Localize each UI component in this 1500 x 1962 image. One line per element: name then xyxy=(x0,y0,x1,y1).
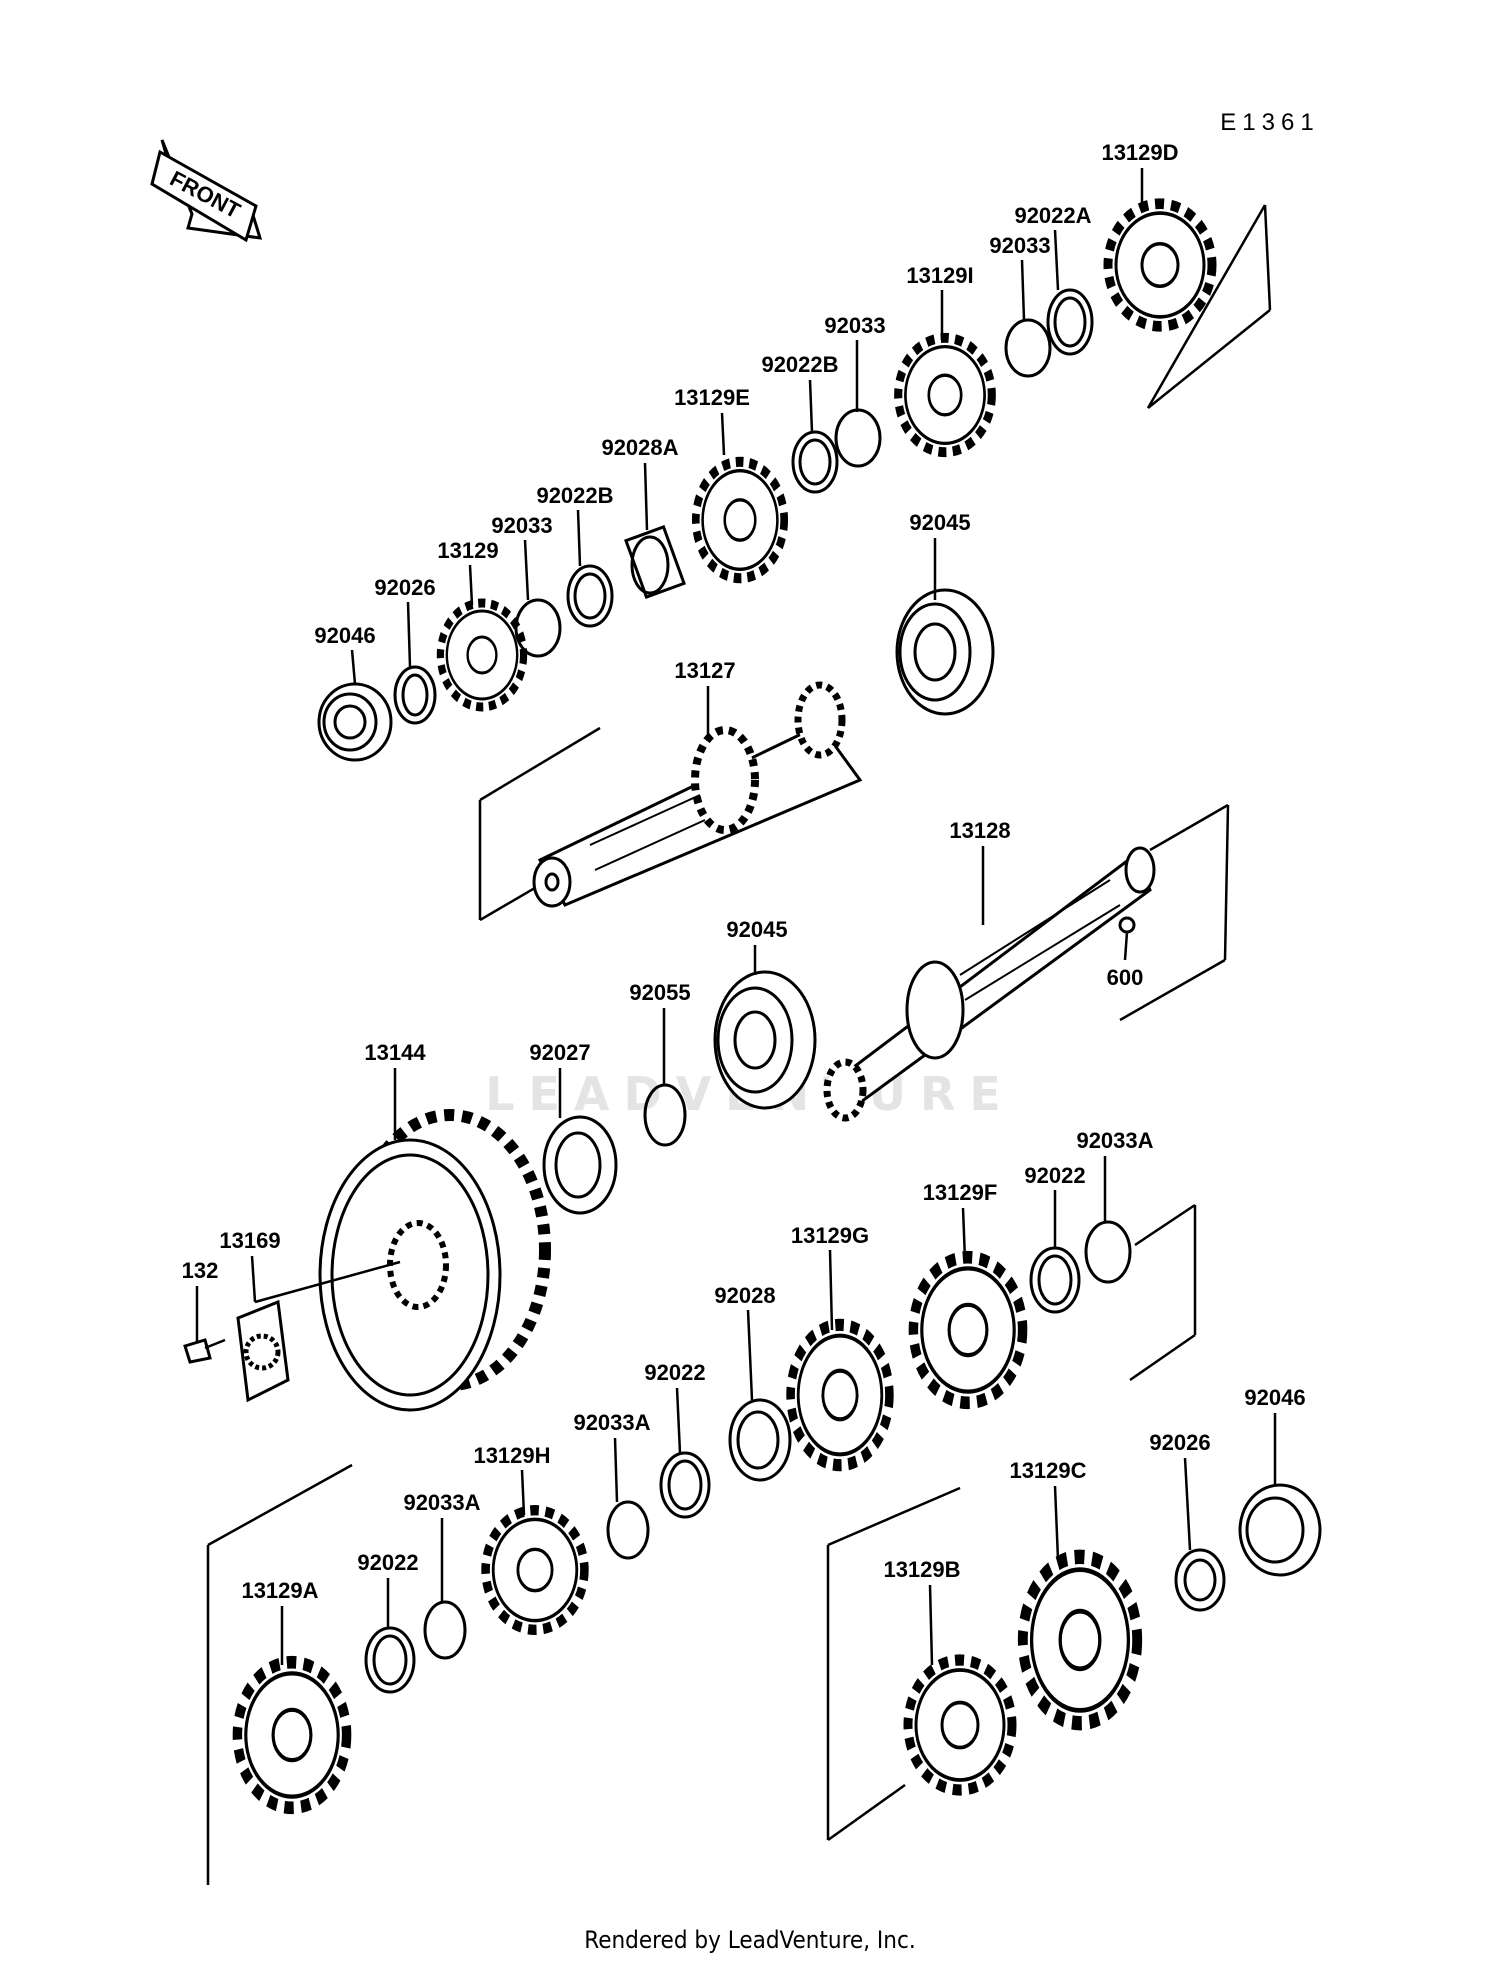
label-92045-a: 92045 xyxy=(909,510,970,535)
label-600: 600 xyxy=(1107,965,1144,990)
label-92026-a: 92026 xyxy=(374,575,435,600)
gear-13129e xyxy=(696,462,784,578)
label-13128: 13128 xyxy=(949,818,1010,843)
label-13129g: 13129G xyxy=(791,1223,869,1248)
label-13169: 13169 xyxy=(219,1228,280,1253)
label-92055: 92055 xyxy=(629,980,690,1005)
footer-credit: Rendered by LeadVenture, Inc. xyxy=(584,1926,915,1954)
upper-gear-group xyxy=(183,204,1272,1412)
plate-13169 xyxy=(236,1299,290,1403)
gear-13129f xyxy=(913,1257,1022,1403)
label-13127: 13127 xyxy=(674,658,735,683)
bearing-92046 xyxy=(317,682,393,762)
label-92046-a: 92046 xyxy=(314,623,375,648)
circlip-92033a-b xyxy=(606,1500,650,1560)
gear-13129b xyxy=(908,1660,1012,1790)
label-13129a: 13129A xyxy=(241,1578,318,1603)
label-13144: 13144 xyxy=(364,1040,426,1065)
bearing-92045-a xyxy=(895,588,995,716)
label-92033-c: 92033 xyxy=(491,513,552,538)
gear-13129d xyxy=(1108,204,1212,327)
shaft-13128 xyxy=(823,803,1230,1122)
circlip-92033a-c xyxy=(423,1600,467,1660)
washer-92022-b xyxy=(659,1451,711,1519)
gear-13129h xyxy=(486,1510,585,1630)
label-92027: 92027 xyxy=(529,1040,590,1065)
bushing-92028 xyxy=(728,1398,792,1482)
label-92033-a: 92033 xyxy=(989,233,1050,258)
washer-92022b-b xyxy=(566,564,614,628)
circlip-92033-b xyxy=(834,408,882,468)
gear-13129i xyxy=(898,338,992,452)
drum-13144 xyxy=(254,1109,551,1412)
circlip-92033-c xyxy=(514,598,562,658)
label-13129h: 13129H xyxy=(473,1443,550,1468)
label-92026-b: 92026 xyxy=(1149,1430,1210,1455)
washer-92022-c xyxy=(364,1626,416,1694)
washer-92022a xyxy=(1046,288,1094,356)
label-92028: 92028 xyxy=(714,1283,775,1308)
label-92022a: 92022A xyxy=(1014,203,1091,228)
label-13129d: 13129D xyxy=(1101,140,1178,165)
front-arrow-icon: FRONT xyxy=(150,139,263,243)
label-92046-b: 92046 xyxy=(1244,1385,1305,1410)
label-92033a-a: 92033A xyxy=(1076,1128,1153,1153)
gear-13129 xyxy=(440,603,523,707)
gear-13129g xyxy=(791,1325,890,1465)
washer-92022b-a xyxy=(791,430,839,494)
shaft-13127 xyxy=(532,681,863,908)
label-13129e: 13129E xyxy=(674,385,750,410)
gear-13129a xyxy=(237,1662,346,1808)
label-92022-b: 92022 xyxy=(644,1360,705,1385)
washer-92026-b xyxy=(1174,1548,1226,1612)
label-92033a-b: 92033A xyxy=(573,1410,650,1435)
label-92033a-c: 92033A xyxy=(403,1490,480,1515)
circlip-92033a-a xyxy=(1084,1220,1132,1284)
bearing-92046-b xyxy=(1238,1483,1322,1577)
label-92022b-a: 92022B xyxy=(761,352,838,377)
label-92033-b: 92033 xyxy=(824,313,885,338)
bolt-132 xyxy=(183,1338,226,1364)
gear-13129c xyxy=(1023,1557,1137,1723)
label-92022-c: 92022 xyxy=(357,1550,418,1575)
label-92028a: 92028A xyxy=(601,435,678,460)
label-92022b-b: 92022B xyxy=(536,483,613,508)
label-92022-a: 92022 xyxy=(1024,1163,1085,1188)
label-13129b: 13129B xyxy=(883,1557,960,1582)
label-13129c: 13129C xyxy=(1009,1458,1086,1483)
diagram-code: E1361 xyxy=(1220,109,1319,136)
bushing-92028a xyxy=(624,525,686,599)
label-13129f: 13129F xyxy=(923,1180,998,1205)
circlip-92033-a xyxy=(1004,318,1052,378)
part-labels: 13129D 92022A 92033 13129I 92033 92022B … xyxy=(182,140,1306,1666)
lower-gear-group xyxy=(206,1203,1322,1885)
label-13129: 13129 xyxy=(437,538,498,563)
collar-92027 xyxy=(542,1115,618,1215)
bearing-92045-b xyxy=(713,970,817,1110)
label-13129i: 13129I xyxy=(906,263,973,288)
label-132: 132 xyxy=(182,1258,219,1283)
label-92045-b: 92045 xyxy=(726,917,787,942)
